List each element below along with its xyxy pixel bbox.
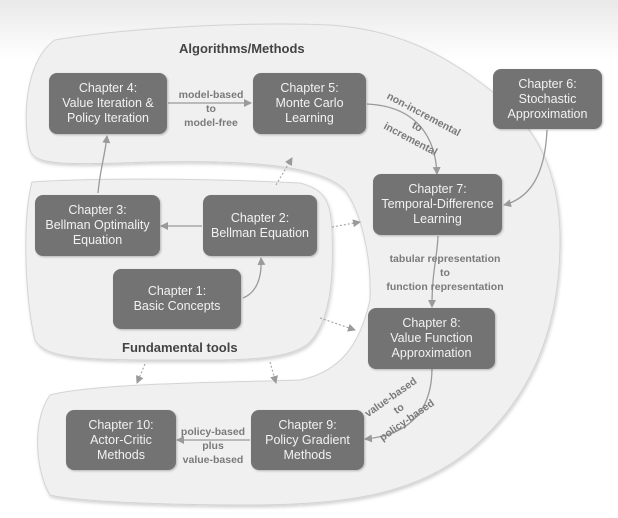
dotted-arrow-fundamental-to-ch7 bbox=[331, 219, 361, 228]
chapter-5-title-line2: Learning bbox=[285, 111, 334, 125]
chapter-6-title-line2: Approximation bbox=[507, 106, 588, 121]
chapter-4-title-line1: Value Iteration & bbox=[62, 96, 154, 110]
arrow-ch6-ch7 bbox=[503, 129, 548, 208]
chapter-8-title-line2: Approximation bbox=[391, 346, 472, 360]
chapter-2-title-line1: Bellman Equation bbox=[211, 225, 309, 240]
chapter-5-box[interactable]: Chapter 5: Monte Carlo Learning bbox=[253, 73, 366, 134]
edge-label-line: to bbox=[440, 267, 450, 279]
chapter-3-box[interactable]: Chapter 3: Bellman Optimality Equation bbox=[35, 195, 160, 256]
chapter-10-title-line1: Actor-Critic bbox=[90, 432, 152, 447]
chapter-7-title-line2: Learning bbox=[413, 212, 462, 226]
chapter-9-number: Chapter 9: bbox=[278, 417, 337, 432]
chapter-9-box[interactable]: Chapter 9: Policy Gradient Methods bbox=[251, 410, 364, 470]
chapter-8-title-line1: Value Function bbox=[390, 331, 473, 345]
chapter-1-title-line1: Basic Concepts bbox=[133, 299, 221, 313]
arrow-ch1-ch2 bbox=[242, 257, 266, 299]
chapter-6-box[interactable]: Chapter 6: Stochastic Approximation bbox=[493, 69, 602, 129]
chapter-1-number: Chapter 1: bbox=[147, 284, 207, 298]
dotted-arrow-fundamental-to-ch10 bbox=[136, 363, 146, 384]
chapter-2-box[interactable]: Chapter 2: Bellman Equation bbox=[203, 195, 317, 256]
chapter-7-box[interactable]: Chapter 7: Temporal-Difference Learning bbox=[373, 174, 502, 235]
edge-label-line: function representation bbox=[386, 281, 504, 293]
chapter-3-title-line1: Bellman Optimality bbox=[45, 218, 150, 232]
chapter-3-title-line2: Equation bbox=[72, 233, 123, 247]
edge-label-line: tabular representation bbox=[389, 253, 501, 265]
chapter-10-box[interactable]: Chapter 10: Actor-Critic Methods bbox=[66, 410, 176, 470]
chapter-2-number: Chapter 2: bbox=[230, 210, 290, 225]
chapter-8-box[interactable]: Chapter 8: Value Function Approximation bbox=[368, 308, 495, 369]
dotted-arrow-fundamental-to-ch8 bbox=[319, 317, 356, 332]
edge-label-line: model-free bbox=[184, 117, 238, 129]
dotted-arrow-fundamental-to-ch9 bbox=[269, 361, 278, 384]
chapter-6-title-line1: Stochastic bbox=[518, 91, 577, 106]
group-title-algorithms: Algorithms/Methods bbox=[179, 41, 305, 56]
chapter-9-title-line2: Methods bbox=[283, 447, 332, 462]
edge-label-line: value-based bbox=[182, 454, 244, 466]
chapter-5-number: Chapter 5: bbox=[280, 81, 339, 95]
dotted-arrow-fundamental-to-ch5 bbox=[275, 157, 293, 186]
chapter-9-title-line1: Policy Gradient bbox=[265, 432, 350, 447]
edge-label-line: policy-based bbox=[180, 426, 246, 438]
edge-label-line: model-based bbox=[178, 89, 244, 101]
edge-label-line: to bbox=[206, 103, 216, 115]
chapter-1-box[interactable]: Chapter 1: Basic Concepts bbox=[113, 269, 241, 329]
chapter-7-title-line1: Temporal-Difference bbox=[381, 197, 494, 211]
chapter-5-title-line1: Monte Carlo bbox=[275, 96, 344, 110]
chapter-10-number: Chapter 10: bbox=[88, 417, 154, 432]
edge-label-line: plus bbox=[202, 440, 224, 452]
arrow-ch3-ch4 bbox=[97, 135, 111, 194]
chapter-4-box[interactable]: Chapter 4: Value Iteration & Policy Iter… bbox=[49, 73, 167, 134]
arrow-ch8-ch9 bbox=[364, 367, 433, 443]
arrow-ch7-ch8 bbox=[428, 235, 439, 308]
arrow-ch5-ch7 bbox=[366, 103, 441, 175]
edge-label-ch7-ch8: tabular representation to function repre… bbox=[383, 252, 507, 294]
group-title-fundamental: Fundamental tools bbox=[122, 340, 238, 355]
chapter-6-number: Chapter 6: bbox=[518, 76, 577, 91]
chapter-4-number: Chapter 4: bbox=[78, 81, 138, 95]
algorithms-region bbox=[25, 23, 561, 506]
edge-label-ch4-ch5: model-based to model-free bbox=[176, 88, 246, 130]
chapter-4-title-line2: Policy Iteration bbox=[67, 111, 149, 125]
chapter-7-number: Chapter 7: bbox=[408, 182, 467, 196]
chapter-10-title-line2: Methods bbox=[97, 447, 145, 462]
chapter-8-number: Chapter 8: bbox=[402, 316, 461, 330]
chapter-3-number: Chapter 3: bbox=[68, 203, 127, 217]
edge-label-ch9-ch10: policy-based plus value-based bbox=[178, 425, 248, 467]
